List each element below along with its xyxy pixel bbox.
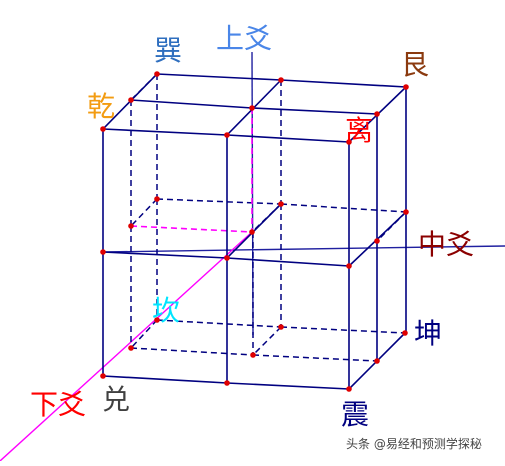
label-kan: 坎 <box>152 294 180 327</box>
label-shang-yao: 上爻 <box>216 22 272 55</box>
watermark: 头条 @易经和预测学探秘 <box>346 436 482 451</box>
magenta-dashed-edges <box>130 108 253 233</box>
label-zhen: 震 <box>341 398 369 431</box>
label-li: 离 <box>345 114 373 147</box>
label-kun: 坤 <box>414 317 442 350</box>
label-qian: 乾 <box>87 90 115 123</box>
label-xun: 巽 <box>154 34 182 67</box>
vertex-dots <box>100 71 409 392</box>
label-gen: 艮 <box>401 48 429 81</box>
bottom-yao-axis <box>0 231 253 462</box>
label-zhong-yao: 中爻 <box>418 228 474 261</box>
label-xia-yao: 下爻 <box>30 388 86 421</box>
middle-yao-axis <box>102 245 505 253</box>
back-dashed-edges <box>130 73 407 362</box>
label-dui: 兑 <box>102 383 130 416</box>
